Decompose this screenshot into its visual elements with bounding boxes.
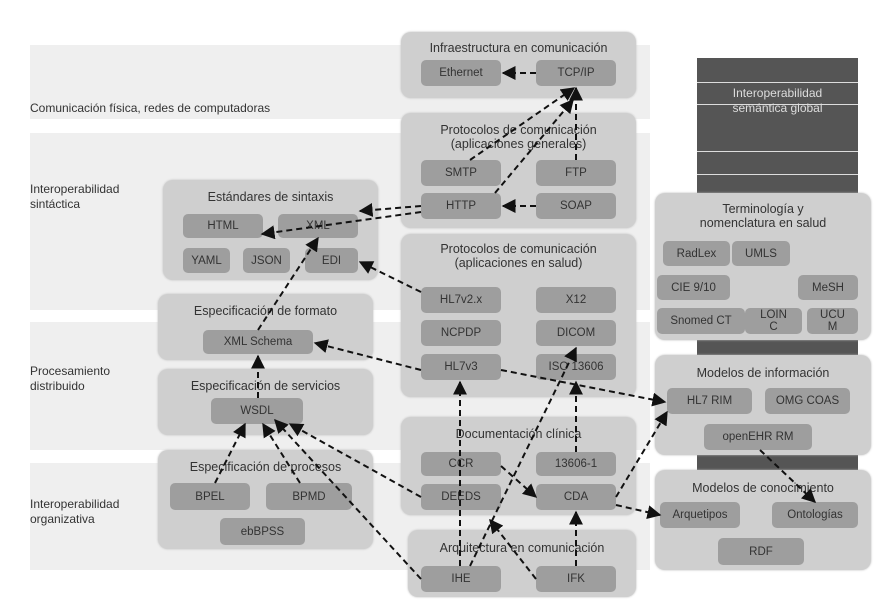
standard-json: JSON	[243, 248, 290, 273]
standard-ifk: IFK	[536, 566, 616, 592]
standard-openehr-rm: openEHR RM	[704, 424, 812, 450]
group-title: Arquitectura en comunicación	[439, 541, 605, 555]
standard-deeds: DEEDS	[421, 484, 501, 510]
band-label-distribuido: Procesamiento distribuido	[30, 364, 111, 393]
standard-cie-9-10: CIE 9/10	[657, 275, 730, 300]
standard-umls: UMLS	[732, 241, 790, 266]
group-title: Especificación de formato	[193, 304, 338, 318]
group-title: Terminología y nomenclatura en salud	[699, 202, 827, 230]
standard-rdf: RDF	[718, 538, 804, 565]
standard-iso-13606: ISO 13606	[536, 354, 616, 380]
standard-wsdl: WSDL	[211, 398, 303, 424]
group-title: Infraestructura en comunicación	[429, 41, 608, 55]
standard-arquetipos: Arquetipos	[660, 502, 740, 528]
group-title: Especificación de procesos	[189, 460, 342, 474]
standard-omg-coas: OMG COAS	[765, 388, 850, 414]
group-title: Modelos de conocimiento	[692, 481, 834, 495]
standard-smtp: SMTP	[421, 160, 501, 186]
standard-ihe: IHE	[421, 566, 501, 592]
band-label-organizativa: Interoperabilidad organizativa	[30, 497, 120, 526]
standard-xml-schema: XML Schema	[203, 330, 313, 354]
standard-dicom: DICOM	[536, 320, 616, 346]
standard-http: HTTP	[421, 193, 501, 219]
standard-html: HTML	[183, 214, 263, 238]
group-title: Protocolos de comunicación (aplicaciones…	[440, 123, 597, 151]
standard-hl7v3: HL7v3	[421, 354, 501, 380]
standard-ontologias: Ontologías	[772, 502, 858, 528]
standard-ncpdp: NCPDP	[421, 320, 501, 346]
standard-ebbpss: ebBPSS	[220, 518, 305, 545]
standard-radlex: RadLex	[663, 241, 730, 266]
standard-ucu-m: UCU M	[807, 308, 858, 334]
divider	[697, 82, 858, 83]
standard-tcp-ip: TCP/IP	[536, 60, 616, 86]
standard-yaml: YAML	[183, 248, 230, 273]
standard-ccr: CCR	[421, 452, 501, 476]
divider	[697, 104, 858, 105]
group-title: Documentación clínica	[455, 427, 582, 441]
standard-mesh: MeSH	[798, 275, 858, 300]
group-title: Estándares de sintaxis	[207, 190, 334, 204]
band-label-fisica: Comunicación física, redes de computador…	[30, 101, 271, 115]
semantic-column-label: Interoperabilidad semántica global	[732, 86, 823, 115]
standard-bpel: BPEL	[170, 483, 250, 510]
standard-xml: XML	[278, 214, 358, 238]
standard-x12: X12	[536, 287, 616, 313]
standard-hl7-rim: HL7 RIM	[667, 388, 752, 414]
standard-snomed-ct: Snomed CT	[657, 308, 745, 334]
standard-ftp: FTP	[536, 160, 616, 186]
standard-cda: CDA	[536, 484, 616, 510]
standard-13606-1: 13606-1	[536, 452, 616, 476]
standard-soap: SOAP	[536, 193, 616, 219]
divider	[697, 174, 858, 175]
standard-loin-c: LOIN C	[745, 308, 802, 334]
band-label-sintactica: Interoperabilidad sintáctica	[30, 182, 120, 211]
divider	[697, 151, 858, 152]
group-title: Modelos de información	[696, 366, 830, 380]
standard-ethernet: Ethernet	[421, 60, 501, 86]
standard-hl7v2-x: HL7v2.x	[421, 287, 501, 313]
standard-bpmd: BPMD	[266, 483, 352, 510]
group-title: Especificación de servicios	[190, 379, 341, 393]
standard-edi: EDI	[305, 248, 358, 273]
group-title: Protocolos de comunicación (aplicaciones…	[440, 242, 597, 270]
